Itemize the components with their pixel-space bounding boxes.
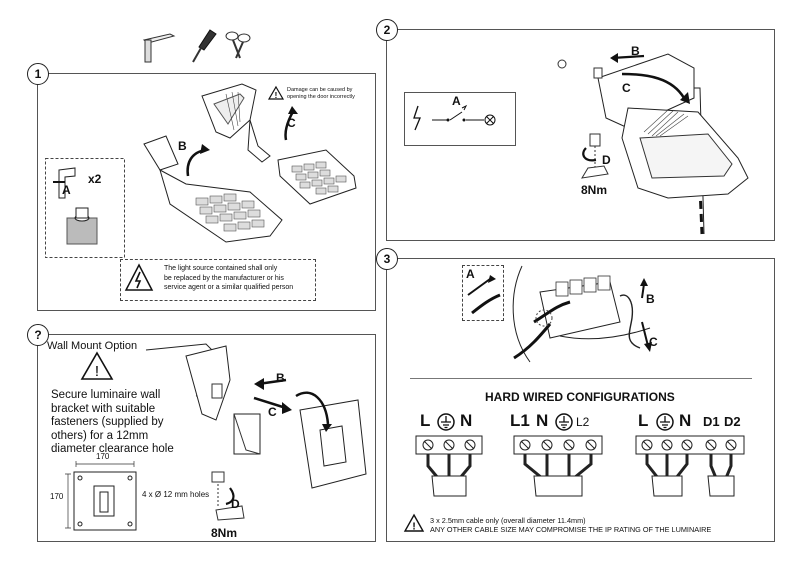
label-b: B — [178, 139, 187, 153]
dim-width: 170 — [96, 452, 110, 461]
holes-note: 4 x Ø 12 mm holes — [142, 490, 210, 499]
label-a: A — [62, 183, 71, 197]
wall-text-line-5: diameter clearance hole — [51, 443, 174, 455]
tie-label-c: C — [649, 335, 658, 349]
screwdriver-icon — [192, 29, 217, 63]
switch-label-a: A — [452, 94, 461, 108]
wall-text-line-1: Secure luminaire wall — [51, 389, 161, 401]
mount-label-c: C — [622, 81, 631, 95]
step-2-badge: 2 — [376, 19, 398, 41]
cable-note: 3 x 2.5mm cable only (overall diameter 1… — [430, 516, 711, 534]
cfg2-l1: L1 — [510, 411, 530, 430]
cfg2-l2: L2 — [576, 415, 590, 429]
wall-text-line-4: others) for a 12mm — [51, 429, 149, 442]
panel3-divider — [410, 378, 752, 379]
earth-symbol-icon — [656, 413, 674, 431]
torque-label: 8Nm — [581, 183, 608, 197]
wall-mount-instructions: Secure luminaire wall bracket with suita… — [51, 389, 174, 457]
terminal-block-drawing — [512, 265, 652, 363]
door-warning-line-1: Damage can be caused by — [287, 87, 353, 93]
cfg3-d2: D2 — [724, 414, 741, 429]
step-3-badge: 3 — [376, 248, 398, 270]
switch-schematic — [413, 104, 496, 131]
cfg1-terminals — [415, 435, 483, 497]
warning-triangle-icon: ! — [267, 85, 285, 100]
light-warning-line-1: The light source contained shall only — [164, 265, 278, 272]
mount-label-b: B — [631, 44, 640, 58]
svg-text:!: ! — [412, 522, 415, 533]
light-source-warning-box — [120, 259, 316, 301]
cable-note-line-1: 3 x 2.5mm cable only (overall diameter 1… — [430, 516, 586, 525]
wall-mount-drawing — [145, 343, 367, 521]
allen-key-inset — [45, 158, 125, 258]
cable-label-a: A — [466, 267, 475, 281]
cfg2-n: N — [536, 411, 549, 430]
wall-torque-label: 8Nm — [211, 526, 238, 540]
door-warning-line-2: opening the door incorrectly — [287, 94, 355, 100]
light-warning-line-2: be replaced by the manufacturer or his — [164, 274, 284, 282]
luminaire-mount-drawing — [557, 53, 749, 235]
cfg3-l: L — [638, 411, 649, 430]
tie-label-b: B — [646, 292, 655, 306]
cable-warning-icon: ! — [403, 513, 425, 533]
wall-mount-title: Wall Mount Option — [47, 340, 138, 352]
wall-label-c: C — [268, 405, 277, 419]
earth-symbol-icon — [437, 413, 455, 431]
step-1-badge: 1 — [27, 63, 49, 85]
hard-wired-heading: HARD WIRED CONFIGURATIONS — [485, 390, 675, 404]
cfg3-n: N — [679, 411, 692, 430]
wall-mount-warning-icon: ! — [80, 351, 114, 380]
label-c: C — [287, 116, 296, 130]
cfg1-n: N — [460, 411, 473, 430]
switch-schematic-box — [404, 92, 516, 146]
earth-symbol-icon — [555, 413, 573, 431]
cfg3-terminals — [635, 435, 745, 497]
wall-text-line-2: bracket with suitable — [51, 402, 156, 415]
door-warning-text: Damage can be caused by opening the door… — [287, 87, 377, 101]
wall-mount-badge: ? — [27, 324, 49, 346]
cable-inset-a — [467, 275, 501, 315]
wire-cutter-icon — [225, 31, 251, 59]
light-warning-line-3: service agent or a similar qualified per… — [164, 284, 294, 291]
electrical-warning-icon — [124, 263, 154, 291]
svg-text:!: ! — [275, 91, 278, 100]
wall-label-b: B — [276, 371, 285, 385]
mount-label-d: D — [602, 153, 611, 167]
wall-label-d: D — [231, 497, 240, 511]
svg-text:!: ! — [95, 363, 99, 380]
dim-height: 170 — [50, 492, 64, 501]
cfg3-d1: D1 — [703, 414, 720, 429]
cfg1-l: L — [420, 411, 431, 430]
inset-a-box — [462, 265, 504, 321]
wall-plate-diagram — [65, 461, 137, 531]
label-x2: x2 — [88, 172, 102, 186]
light-source-warning-text: The light source contained shall only be… — [164, 264, 293, 293]
cfg2-terminals — [513, 435, 603, 497]
allen-key-icon — [142, 33, 176, 63]
luminaire-open-drawing — [143, 83, 357, 243]
wall-text-line-3: fasteners (supplied by — [51, 416, 164, 428]
cable-note-line-2: ANY OTHER CABLE SIZE MAY COMPROMISE THE … — [430, 525, 712, 534]
